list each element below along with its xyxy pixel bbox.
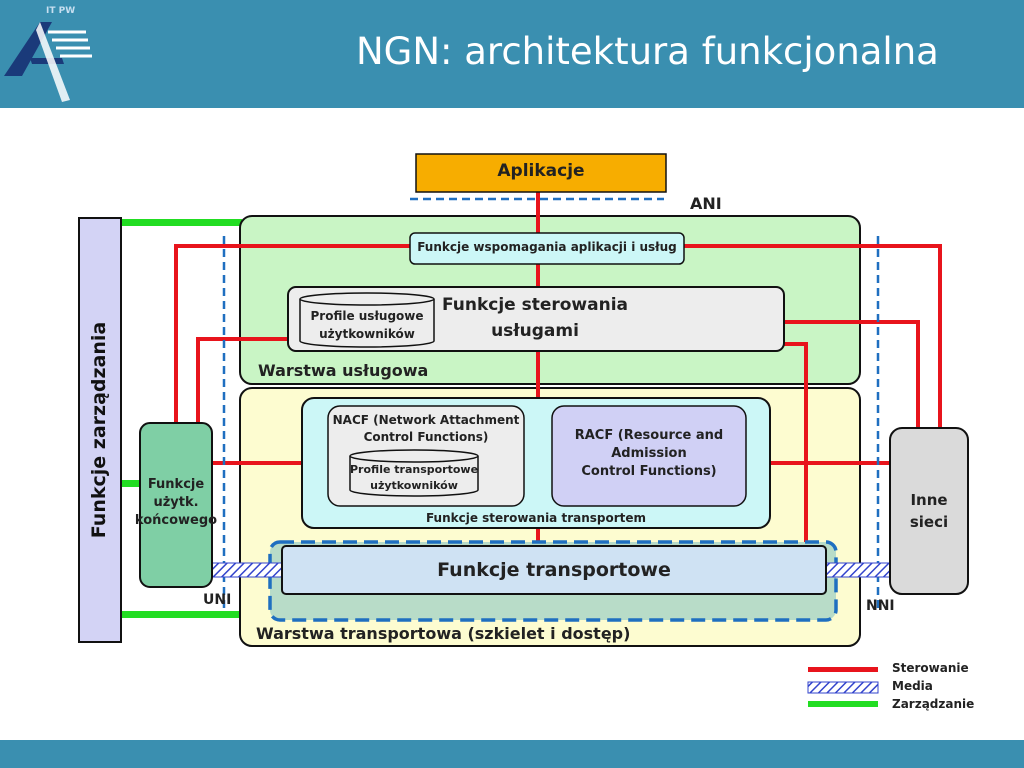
other-networks-label-line1: Inne (910, 491, 948, 509)
legend-control-label: Sterowanie (892, 661, 969, 675)
legend (807, 667, 879, 707)
legend-control-swatch (808, 667, 878, 672)
legend-media-label: Media (892, 679, 933, 693)
app-support-functions-label: Funkcje wspomagania aplikacji i usług (417, 240, 677, 254)
transport-profile-label-line2: użytkowników (370, 479, 458, 492)
media-link-nni (825, 562, 891, 578)
service-profile-database-icon (299, 292, 435, 348)
service-profile-label-line2: użytkowników (319, 327, 415, 341)
transport-functions-box (281, 545, 827, 595)
management-functions-label: Funkcje zarządzania (88, 321, 110, 539)
other-networks-box (889, 427, 969, 595)
nacf-label-line1: NACF (Network Attachment (332, 413, 520, 427)
app-support-functions-box (409, 232, 685, 265)
legend-management-label: Zarządzanie (892, 697, 975, 711)
service-layer-label: Warstwa usługowa (258, 361, 429, 380)
racf-label-line1: RACF (Resource and (574, 428, 724, 443)
legend-management-swatch (808, 701, 878, 707)
transport-profile-label-line1: Profile transportowe (350, 463, 479, 476)
itpw-logo-icon (4, 22, 92, 102)
user-functions-box (139, 422, 213, 588)
service-control-label-line1: Funkcje sterowania (441, 295, 629, 315)
ani-label: ANI (690, 194, 722, 213)
service-control-label-line2: usługami (491, 321, 579, 341)
management-lines (120, 219, 242, 618)
transport-profile-database-icon (349, 449, 479, 497)
racf-label-line2: Admission (611, 446, 687, 461)
aplikacje-box (415, 153, 667, 193)
transport-control-label: Funkcje sterowania transportem (425, 511, 647, 525)
racf-label-line3: Control Functions) (581, 464, 717, 479)
service-profile-label-line1: Profile usługowe (310, 309, 424, 323)
logo-text: IT PW (46, 6, 76, 16)
aplikacje-label: Aplikacje (497, 161, 585, 181)
management-functions-box (78, 217, 122, 643)
other-networks-label-line2: sieci (909, 513, 949, 531)
media-link-uni (211, 562, 283, 578)
header-bar (0, 0, 1024, 108)
transport-functions-label: Funkcje transportowe (437, 559, 671, 581)
page-title: NGN: architektura funkcjonalna (356, 30, 939, 73)
footer-bar (0, 740, 1024, 768)
user-functions-label-line1: Funkcje (147, 477, 205, 492)
legend-media-swatch (807, 681, 879, 694)
control-lines (174, 192, 942, 546)
racf-box (551, 405, 747, 507)
user-functions-label-line2: użytk. (153, 495, 199, 510)
interface-dashed-lines (222, 197, 880, 608)
uni-label: UNI (203, 592, 232, 608)
transport-layer-label: Warstwa transportowa (szkielet i dostęp) (256, 624, 631, 643)
user-functions-label-line3: końcowego (134, 513, 218, 528)
nni-label: NNI (866, 598, 895, 614)
nacf-label-line2: Control Functions) (363, 430, 489, 444)
